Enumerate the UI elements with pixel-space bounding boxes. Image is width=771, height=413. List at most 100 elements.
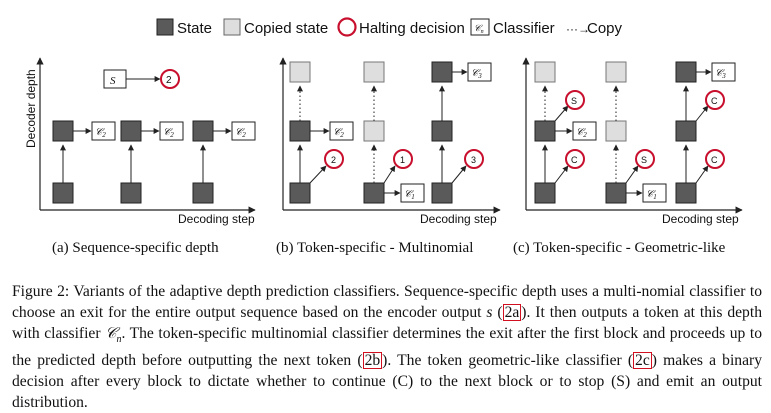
classifier-label: 𝒞1 (646, 189, 657, 201)
x-axis-label: Decoding step (178, 212, 255, 226)
legend-copied-label: Copied state (244, 20, 328, 37)
panel-a: Decoder depth Decoding step S 2 𝒞2 𝒞2 (24, 57, 256, 256)
classifier-label: 𝒞2 (333, 127, 344, 139)
legend: State Copied state Halting decision 𝒞n C… (156, 17, 623, 37)
classifier-label: 𝒞3 (715, 68, 726, 80)
subcaption-c: (c) Token-specific - Geometric-like (513, 240, 726, 256)
state-block (192, 182, 214, 204)
column-3: C C 𝒞3 (675, 61, 736, 204)
column-3: 3 𝒞3 (431, 61, 492, 204)
ref-2a-link[interactable]: 2a (502, 304, 522, 321)
classifier-label: 𝒞3 (471, 68, 482, 80)
legend-classifier-label: Classifier (493, 20, 555, 37)
x-axis-label: Decoding step (662, 212, 739, 226)
classifier-box (329, 121, 354, 141)
legend-halting-label: Halting decision (359, 20, 465, 37)
halting-decision-icon (705, 90, 725, 110)
subcaption-b: (b) Token-specific - Multinomial (276, 240, 473, 256)
legend-classifier-glyph: 𝒞n (474, 23, 484, 35)
classifier-box (159, 121, 184, 141)
state-block (605, 182, 627, 204)
state-block (52, 182, 74, 204)
state-block (192, 120, 214, 142)
caption-text: . The token geometric-like classifier (387, 352, 628, 370)
legend-state-swatch (156, 18, 174, 36)
panel-c: Decoding step C S 𝒞2 S 𝒞1 (513, 57, 743, 256)
halting-value: C (571, 155, 578, 165)
halting-value: 2 (331, 155, 336, 165)
state-block (120, 120, 142, 142)
state-block (675, 61, 697, 83)
caption-text: . The token-specific multinomial classif… (12, 325, 762, 370)
halting-value: C (711, 96, 718, 106)
column-2: 1 𝒞1 (363, 61, 425, 204)
legend-classifier-swatch (470, 18, 490, 36)
state-block (534, 182, 556, 204)
classifier-label: 𝒞2 (576, 127, 587, 139)
panel-b: Decoding step 2 𝒞2 1 𝒞1 (276, 57, 501, 256)
column-2: 𝒞2 (120, 120, 184, 204)
halting-value: 3 (471, 155, 476, 165)
classifier-box (711, 62, 736, 82)
caption-text: makes a binary decision after every bloc… (12, 352, 762, 412)
column-3: 𝒞2 (192, 120, 256, 204)
halting-decision-icon (635, 149, 655, 169)
classifier-box (400, 183, 425, 203)
state-block (120, 182, 142, 204)
copied-state-block (363, 61, 385, 83)
caption-var-classifier: 𝒞n (105, 325, 122, 346)
halting-value: S (571, 96, 577, 106)
state-block (52, 120, 74, 142)
halting-decision-icon (565, 149, 585, 169)
copied-state-block (289, 61, 311, 83)
state-block (289, 182, 311, 204)
ref-2b-link[interactable]: 2b (362, 352, 383, 370)
halting-decision-icon (393, 149, 413, 169)
classifier-label: 𝒞2 (235, 127, 246, 139)
state-block (675, 120, 697, 142)
classifier-box (642, 183, 667, 203)
column-2: S 𝒞1 (605, 61, 667, 204)
halting-decision-icon (565, 90, 585, 110)
y-axis-label: Decoder depth (24, 69, 38, 148)
caption-var-s: s (486, 304, 493, 321)
caption-text: Figure 2: Variants of the adaptive depth… (12, 283, 762, 321)
column-1: C S 𝒞2 (534, 61, 597, 204)
classifier-box (231, 121, 256, 141)
state-block (675, 182, 697, 204)
halting-decision-icon (324, 149, 344, 169)
copied-state-block (363, 120, 385, 142)
halting-decision-icon (705, 149, 725, 169)
copied-state-block (605, 61, 627, 83)
copied-state-block (605, 120, 627, 142)
legend-halting-icon (337, 17, 357, 37)
classifier-box (91, 121, 116, 141)
classifier-label: 𝒞1 (404, 189, 415, 201)
state-block (363, 182, 385, 204)
halting-decision-icon (160, 69, 180, 89)
halting-value: 2 (166, 75, 172, 86)
subcaption-a: (a) Sequence-specific depth (52, 240, 219, 256)
classifier-label: 𝒞2 (163, 127, 174, 139)
halting-value: C (711, 155, 718, 165)
state-block (534, 120, 556, 142)
classifier-label: 𝒞2 (95, 127, 106, 139)
column-1: 2 𝒞2 (289, 61, 354, 204)
legend-copied-swatch (223, 18, 241, 36)
halting-decision-icon (464, 149, 484, 169)
figure-diagram: State Copied state Halting decision 𝒞n C… (24, 17, 743, 256)
state-block (289, 120, 311, 142)
state-block (431, 61, 453, 83)
halting-value: 1 (400, 155, 405, 165)
classifier-box (572, 121, 597, 141)
copied-state-block (534, 61, 556, 83)
state-block (431, 182, 453, 204)
state-block (431, 120, 453, 142)
classifier-box (467, 62, 492, 82)
legend-copy-arrow-icon: ···→ (566, 22, 590, 36)
legend-state-label: State (177, 20, 212, 37)
ref-2c-link[interactable]: 2c (633, 352, 652, 370)
column-1: 𝒞2 (52, 120, 116, 204)
legend-copy-label: Copy (587, 20, 623, 37)
caption-text: . It then outputs a token at this depth … (12, 304, 762, 342)
